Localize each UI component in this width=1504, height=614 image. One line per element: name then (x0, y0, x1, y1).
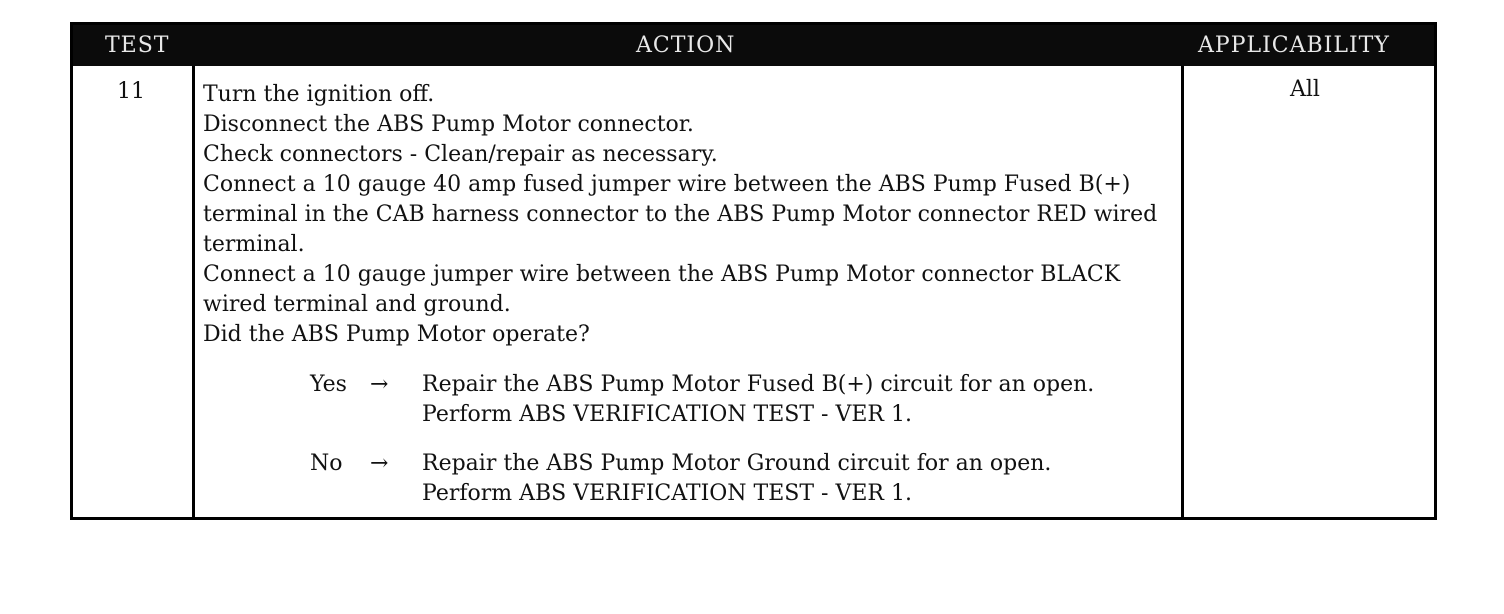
column-divider (1181, 66, 1184, 517)
action-line: terminal. (203, 232, 305, 257)
action-line: Check connectors - Clean/repair as neces… (203, 142, 718, 167)
applicability-value: All (1290, 77, 1320, 102)
action-instructions: Turn the ignition off. Disconnect the AB… (203, 80, 1178, 350)
answer-label: No (310, 451, 343, 476)
header-test: TEST (105, 33, 170, 58)
response-line: Repair the ABS Pump Motor Ground circuit… (422, 451, 1052, 476)
action-line: Turn the ignition off. (203, 82, 435, 107)
diagnostic-test-table: TEST ACTION APPLICABILITY 11 All Turn th… (70, 22, 1437, 520)
table-header: TEST ACTION APPLICABILITY (73, 25, 1434, 66)
arrow-right-icon: → (370, 451, 389, 476)
action-line: Connect a 10 gauge 40 amp fused jumper w… (203, 172, 1131, 197)
answer-label: Yes (310, 372, 347, 397)
header-applicability: APPLICABILITY (1198, 33, 1390, 58)
response-text: Repair the ABS Pump Motor Ground circuit… (422, 449, 1051, 509)
arrow-right-icon: → (370, 372, 389, 397)
action-line: Disconnect the ABS Pump Motor connector. (203, 112, 694, 137)
response-line: Repair the ABS Pump Motor Fused B(+) cir… (422, 372, 1095, 397)
header-action: ACTION (636, 33, 736, 58)
column-divider (192, 66, 195, 517)
response-line: Perform ABS VERIFICATION TEST - VER 1. (422, 481, 912, 506)
action-line: Connect a 10 gauge jumper wire between t… (203, 262, 1121, 287)
action-line: wired terminal and ground. (203, 292, 511, 317)
response-text: Repair the ABS Pump Motor Fused B(+) cir… (422, 370, 1094, 430)
test-number: 11 (117, 79, 145, 104)
action-line: Did the ABS Pump Motor operate? (203, 322, 590, 347)
response-line: Perform ABS VERIFICATION TEST - VER 1. (422, 402, 912, 427)
action-line: terminal in the CAB harness connector to… (203, 202, 1158, 227)
